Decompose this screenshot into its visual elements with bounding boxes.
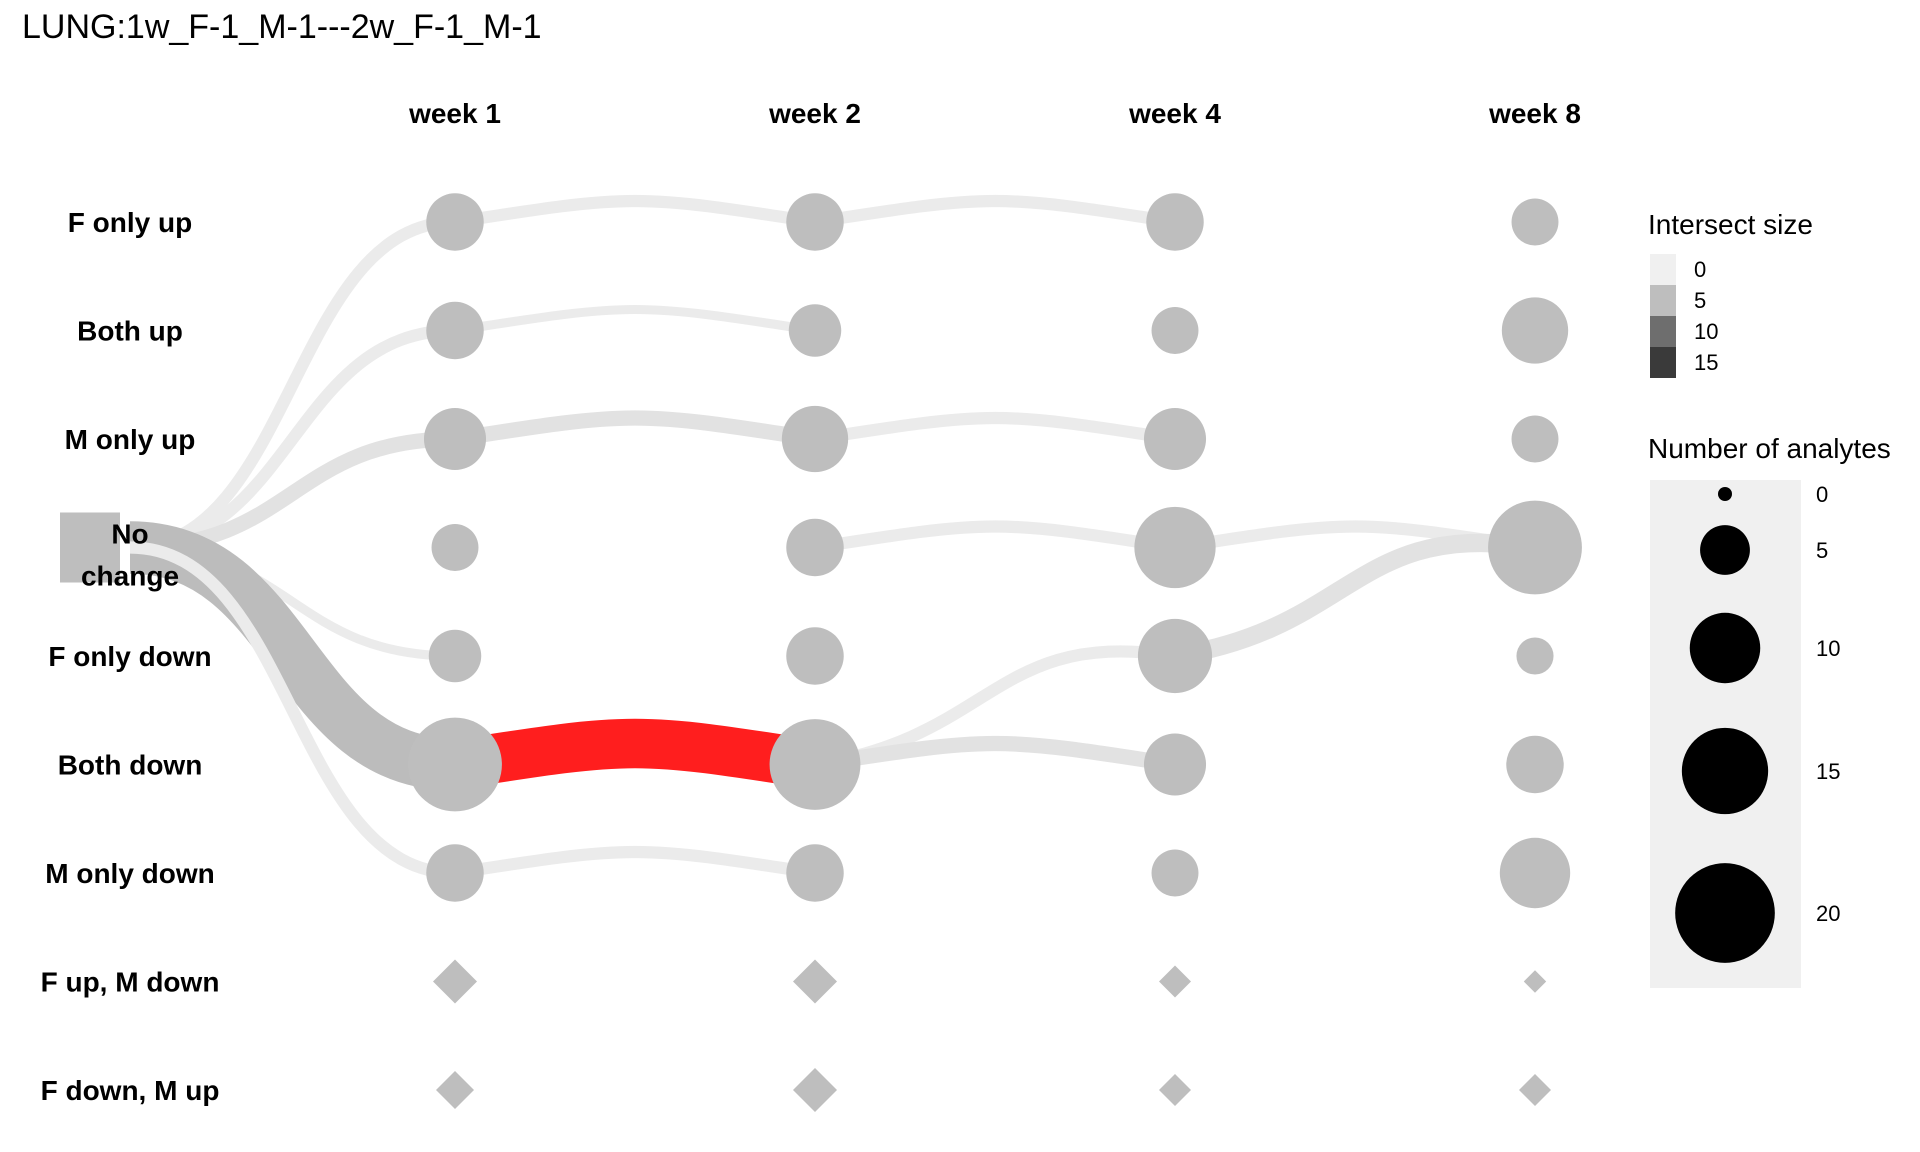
- node-week-8-m-only-down: [1499, 837, 1571, 909]
- node-week-8-f-only-down: [1516, 637, 1554, 675]
- row-label-m-only-up: M only up: [65, 424, 196, 455]
- legend-size-circle: [1681, 727, 1769, 815]
- nodes-layer: [60, 193, 1582, 1112]
- row-label-m-only-down: M only down: [45, 858, 215, 889]
- legend-size-tick: 0: [1816, 482, 1828, 507]
- node-week-1-f-only-down: [428, 629, 482, 683]
- row-label-f-down-m-up: F down, M up: [41, 1075, 220, 1106]
- node-week-1-no-change: [431, 524, 479, 571]
- node-week-8-both-down: [1506, 735, 1564, 794]
- column-label-week-1: week 1: [408, 98, 501, 129]
- node-week-8-f-up-m-down: [1523, 970, 1547, 993]
- legend-intersect-swatch: [1650, 285, 1676, 316]
- node-week-1-f-down-m-up: [436, 1071, 474, 1109]
- node-week-4-f-up-m-down: [1159, 965, 1191, 998]
- row-label-f-only-down: F only down: [48, 641, 211, 672]
- node-week-8-m-only-up: [1511, 415, 1559, 463]
- flow-week-1-both-up-to-week-2-both-up: [454, 304, 816, 335]
- node-week-1-m-only-up: [423, 407, 487, 471]
- node-week-1-f-up-m-down: [433, 959, 477, 1004]
- flow-week-1-m-only-down-to-week-2-m-only-down: [454, 845, 816, 880]
- node-week-1-f-only-up: [426, 193, 484, 251]
- node-week-2-both-down: [769, 719, 861, 810]
- node-week-2-f-down-m-up: [793, 1068, 837, 1112]
- flows-layer: [128, 194, 1537, 880]
- flow-week-1-f-only-up-to-week-2-f-only-up: [454, 194, 816, 229]
- flow-week-4-f-only-down-to-week-8-no-change: [1173, 533, 1537, 666]
- flow-week-1-both-down-to-week-2-both-down: [451, 718, 819, 789]
- flow-week-2-both-down-to-week-4-both-down: [813, 735, 1177, 773]
- row-label-f-up-m-down: F up, M down: [41, 967, 220, 998]
- node-week-8-no-change: [1488, 500, 1582, 595]
- row-label-f-only-up: F only up: [68, 207, 192, 238]
- legend-intersect-tick: 0: [1694, 257, 1706, 282]
- column-label-week-2: week 2: [768, 98, 861, 129]
- legend-intersect-swatch: [1650, 316, 1676, 347]
- chart-title: LUNG:1w_F-1_M-1---2w_F-1_M-1: [22, 8, 542, 46]
- node-week-4-both-up: [1151, 307, 1199, 354]
- legend-size-tick: 15: [1816, 759, 1840, 784]
- legend-size-tick: 20: [1816, 901, 1840, 926]
- node-week-2-f-up-m-down: [793, 959, 837, 1004]
- node-week-1-m-only-down: [426, 844, 484, 902]
- node-week-2-both-up: [788, 304, 842, 357]
- node-week-4-f-down-m-up: [1159, 1074, 1191, 1106]
- node-week-4-f-only-up: [1146, 193, 1204, 251]
- legend-size-tick: 5: [1816, 538, 1828, 563]
- flow-week-2-no-change-to-week-4-no-change: [814, 520, 1176, 554]
- legend-intersect-title: Intersect size: [1648, 209, 1813, 240]
- legend-size-circle: [1718, 487, 1732, 501]
- legend-intersect-swatch: [1650, 254, 1676, 285]
- node-week-2-f-only-up: [786, 193, 844, 251]
- column-label-week-4: week 4: [1128, 98, 1221, 129]
- legend-size-title: Number of analytes: [1648, 433, 1891, 464]
- legend-size-circle: [1700, 525, 1750, 575]
- legend-intersect-tick: 15: [1694, 350, 1718, 375]
- node-week-4-f-only-down: [1137, 618, 1213, 694]
- start-node-rect: [60, 512, 120, 583]
- node-week-4-m-only-up: [1143, 407, 1207, 471]
- flow-week-2-f-only-up-to-week-4-f-only-up: [814, 194, 1176, 229]
- legend-size-circle: [1689, 612, 1761, 684]
- node-week-2-no-change: [786, 518, 844, 577]
- node-week-1-both-down: [408, 717, 502, 812]
- node-week-1-both-up: [426, 301, 484, 360]
- legend-size-tick: 10: [1816, 636, 1840, 661]
- node-week-4-m-only-down: [1151, 849, 1199, 897]
- legend-intersect-swatch: [1650, 347, 1676, 378]
- column-label-week-8: week 8: [1488, 98, 1581, 129]
- flow-start-no-change-to-week-1-m-only-down: [129, 541, 456, 880]
- start-node-label-line: change: [81, 561, 179, 592]
- legend-intersect-tick: 10: [1694, 319, 1718, 344]
- node-week-2-f-only-down: [786, 627, 844, 685]
- node-week-2-m-only-up: [781, 405, 849, 473]
- row-label-both-down: Both down: [58, 750, 203, 781]
- flow-week-1-m-only-up-to-week-2-m-only-up: [453, 410, 817, 447]
- node-week-4-both-down: [1143, 733, 1207, 796]
- node-week-8-f-only-up: [1511, 198, 1559, 246]
- legend-intersect-tick: 5: [1694, 288, 1706, 313]
- node-week-4-no-change: [1134, 506, 1216, 589]
- flow-week-2-m-only-up-to-week-4-m-only-up: [814, 411, 1176, 446]
- row-label-both-up: Both up: [77, 316, 183, 347]
- node-week-8-f-down-m-up: [1519, 1074, 1551, 1106]
- start-node-label-line: No: [111, 519, 148, 550]
- node-week-2-m-only-down: [786, 844, 844, 902]
- legend-size-circle: [1675, 863, 1775, 963]
- node-week-8-both-up: [1501, 297, 1569, 364]
- labels-layer: week 1 week 2 week 4 week 8 F only up Both up…: [41, 98, 1581, 1106]
